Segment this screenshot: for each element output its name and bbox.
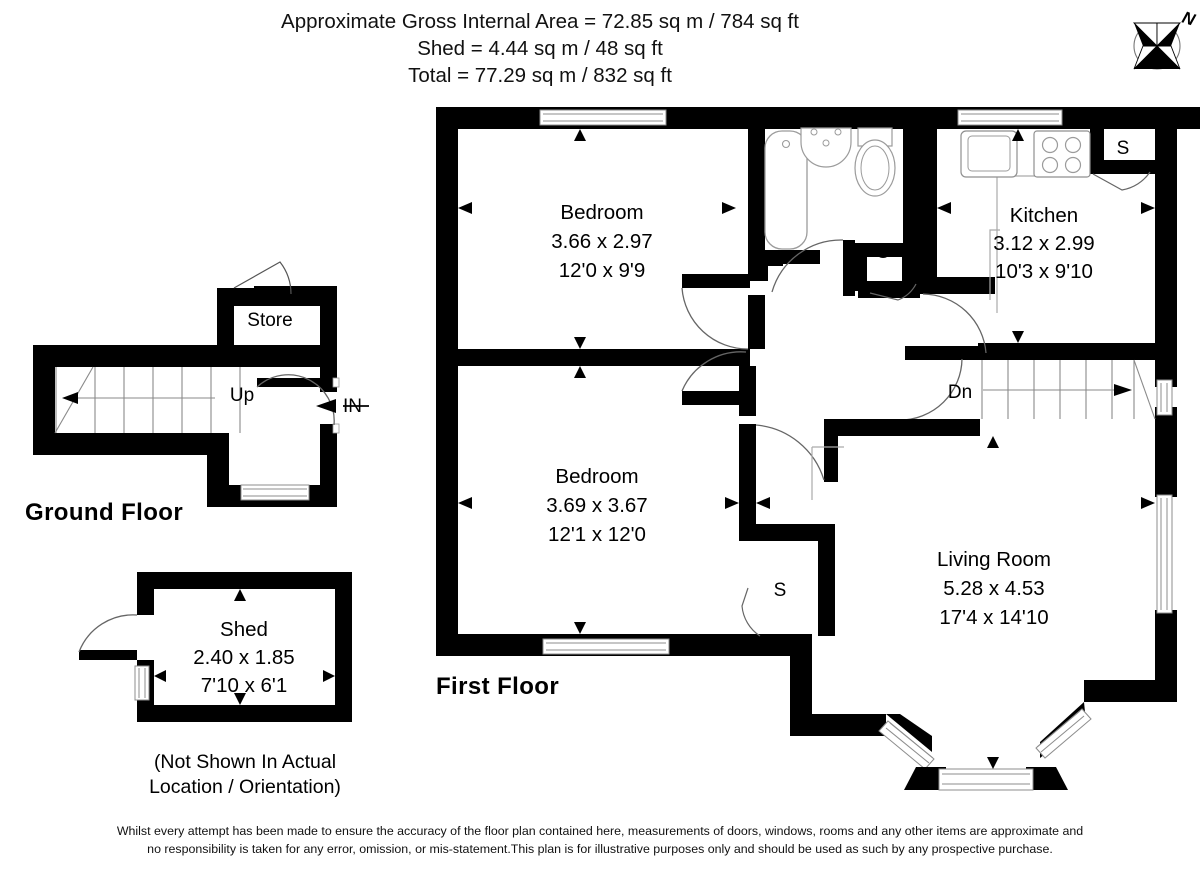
first-floor-title: First Floor <box>436 673 560 700</box>
up-stairs-label: Up <box>229 385 255 406</box>
entrance-in-label: IN <box>343 396 362 417</box>
disclaimer-line-2: no responsibility is taken for any error… <box>147 842 1053 856</box>
shed-plan <box>78 572 352 722</box>
down-stairs-label: Dn <box>947 382 973 403</box>
gross-internal-area-line: Approximate Gross Internal Area = 72.85 … <box>281 10 799 33</box>
ground-floor-title: Ground Floor <box>25 499 184 526</box>
shed-area-line: Shed = 4.44 sq m / 48 sq ft <box>417 37 663 60</box>
store-label: Store <box>247 310 293 331</box>
bedroom-2-metric-dimensions: 3.69 x 3.67 <box>546 494 648 517</box>
compass-rose-icon: N <box>1132 8 1198 70</box>
kitchen-metric-dimensions: 3.12 x 2.99 <box>993 232 1095 255</box>
bedroom-1-metric-dimensions: 3.66 x 2.97 <box>551 230 653 253</box>
disclaimer: Whilst every attempt has been made to en… <box>50 822 1150 858</box>
shed-note-line2: Location / Orientation) <box>149 776 341 798</box>
kitchen-imperial-dimensions: 10'3 x 9'10 <box>995 260 1093 283</box>
shed-name: Shed <box>220 618 268 641</box>
disclaimer-line-1: Whilst every attempt has been made to en… <box>116 824 1084 838</box>
bedroom-1-imperial-dimensions: 12'0 x 9'9 <box>558 259 646 282</box>
ground-floor-plan <box>33 261 369 507</box>
living-room-name: Living Room <box>937 548 1051 571</box>
area-summary: Approximate Gross Internal Area = 72.85 … <box>0 8 1080 89</box>
shed-note-line1: (Not Shown In Actual <box>153 751 337 773</box>
kitchen-name: Kitchen <box>1009 204 1079 227</box>
cupboard-label-kitchen: S <box>1116 138 1130 159</box>
bedroom-2-name: Bedroom <box>555 465 639 488</box>
shed-imperial-dimensions: 7'10 x 6'1 <box>200 674 288 697</box>
bedroom-2-imperial-dimensions: 12'1 x 12'0 <box>548 523 646 546</box>
first-floor-plan <box>436 107 1200 791</box>
cupboard-label-bedroom: S <box>773 580 787 601</box>
living-room-imperial-dimensions: 17'4 x 14'10 <box>939 606 1049 629</box>
living-room-metric-dimensions: 5.28 x 4.53 <box>943 577 1045 600</box>
bedroom-1-name: Bedroom <box>560 201 644 224</box>
shed-metric-dimensions: 2.40 x 1.85 <box>193 646 295 669</box>
cupboard-label-landing: S <box>876 242 890 263</box>
total-area-line: Total = 77.29 sq m / 832 sq ft <box>408 64 672 87</box>
